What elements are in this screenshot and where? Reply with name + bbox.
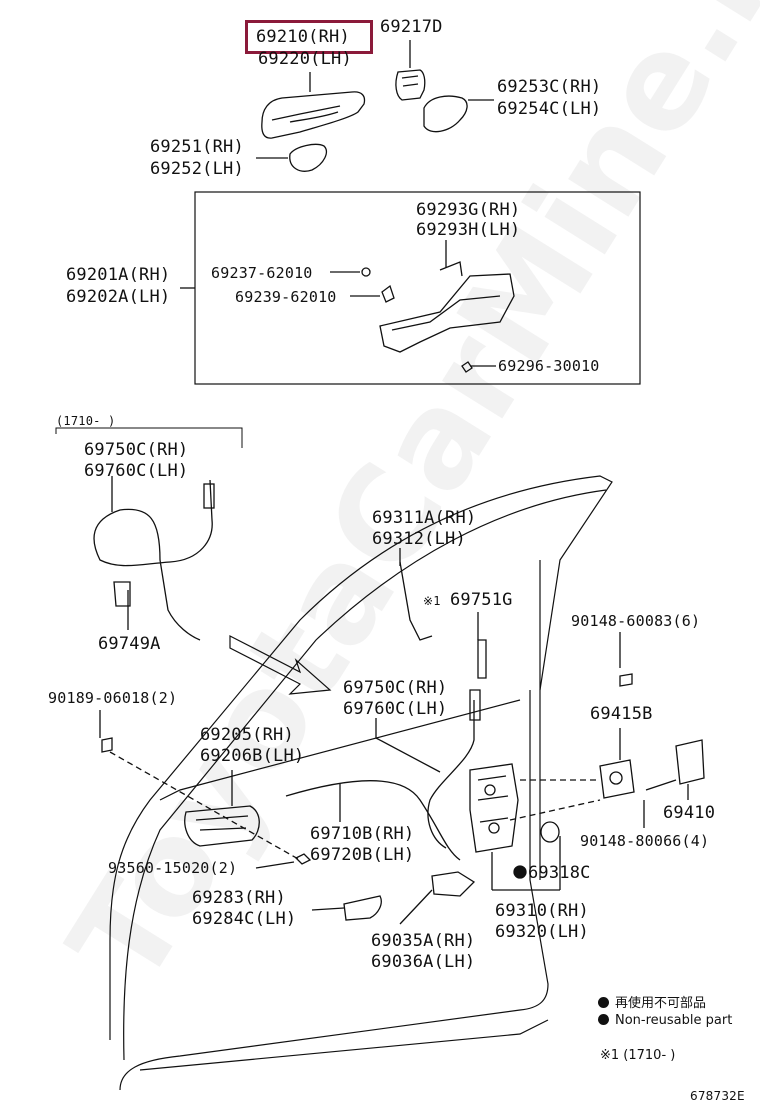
handle-pad-drawing xyxy=(423,95,468,133)
part-69237[interactable]: 69237-62010 xyxy=(211,264,313,282)
bullet-icon xyxy=(598,1014,609,1025)
rod-drawing xyxy=(399,561,433,641)
part-69320[interactable]: 69320(LH) xyxy=(495,922,589,942)
part-69202a[interactable]: 69202A(LH) xyxy=(66,287,171,307)
part-90148-60083[interactable]: 90148-60083(6) xyxy=(571,612,701,630)
part-69201a[interactable]: 69201A(RH) xyxy=(66,265,171,285)
bullet-icon xyxy=(598,997,609,1008)
part-69760c-b[interactable]: 69760C(LH) xyxy=(343,699,448,719)
part-69205[interactable]: 69205(RH) xyxy=(200,725,294,745)
part-69749a[interactable]: 69749A xyxy=(98,634,161,654)
part-90148-80066[interactable]: 90148-80066(4) xyxy=(580,832,710,850)
frame-assembly-drawing xyxy=(361,261,515,373)
part-90189[interactable]: 90189-06018(2) xyxy=(48,689,178,707)
part-69415b[interactable]: 69415B xyxy=(590,704,653,724)
legend-non-reusable-en: Non-reusable part xyxy=(598,1013,732,1028)
part-69210[interactable]: 69210(RH) xyxy=(256,27,350,47)
part-69720b[interactable]: 69720B(LH) xyxy=(310,845,415,865)
legend-text-en: Non-reusable part xyxy=(615,1013,733,1028)
part-69220[interactable]: 69220(LH) xyxy=(258,49,352,69)
outside-handle-drawing xyxy=(261,91,366,139)
part-69296[interactable]: 69296-30010 xyxy=(498,357,600,375)
legend-text-jp: 再使用不可部品 xyxy=(615,996,707,1011)
part-69751g[interactable]: 69751G xyxy=(450,590,513,610)
handle-cap-drawing xyxy=(395,69,426,101)
door-outline-drawing xyxy=(109,475,613,1091)
part-69312[interactable]: 69312(LH) xyxy=(372,529,466,549)
part-69217d[interactable]: 69217D xyxy=(380,17,443,37)
part-69253c[interactable]: 69253C(RH) xyxy=(497,77,602,97)
diagram-id: 678732E xyxy=(690,1089,745,1103)
highlighted-part-box xyxy=(245,20,373,54)
legend-note: ※1 (1710- ) xyxy=(600,1048,676,1063)
part-69750c-b[interactable]: 69750C(RH) xyxy=(343,678,448,698)
cable-drawing-left xyxy=(93,479,213,641)
part-69311a[interactable]: 69311A(RH) xyxy=(372,508,477,528)
legend-non-reusable-jp: 再使用不可部品 xyxy=(598,992,706,1011)
part-69254c[interactable]: 69254C(LH) xyxy=(497,99,602,119)
part-69251[interactable]: 69251(RH) xyxy=(150,137,244,157)
part-69036a[interactable]: 69036A(LH) xyxy=(371,952,476,972)
striker-plate-drawing xyxy=(599,759,635,799)
serial-range-note: (1710- ) xyxy=(56,414,116,428)
part-69318c[interactable]: 69318C xyxy=(528,863,591,883)
part-69283[interactable]: 69283(RH) xyxy=(192,888,286,908)
door-lock-drawing xyxy=(469,763,519,853)
part-69710b[interactable]: 69710B(RH) xyxy=(310,824,415,844)
part-69252[interactable]: 69252(LH) xyxy=(150,159,244,179)
part-69760c-a[interactable]: 69760C(LH) xyxy=(84,461,189,481)
part-69410[interactable]: 69410 xyxy=(663,803,716,823)
striker-drawing xyxy=(675,739,705,785)
part-93560[interactable]: 93560-15020(2) xyxy=(108,859,238,877)
part-69239[interactable]: 69239-62010 xyxy=(235,288,337,306)
part-69284c[interactable]: 69284C(LH) xyxy=(192,909,297,929)
inside-handle-drawing xyxy=(184,805,260,847)
part-69751g-mark: ※1 xyxy=(423,594,441,608)
part-69310[interactable]: 69310(RH) xyxy=(495,901,589,921)
part-69293g[interactable]: 69293G(RH) xyxy=(416,200,521,220)
part-69206b[interactable]: 69206B(LH) xyxy=(200,746,305,766)
part-69293h[interactable]: 69293H(LH) xyxy=(416,220,521,240)
part-69035a[interactable]: 69035A(RH) xyxy=(371,931,476,951)
small-pad-drawing xyxy=(289,143,327,172)
part-69750c-a[interactable]: 69750C(RH) xyxy=(84,440,189,460)
